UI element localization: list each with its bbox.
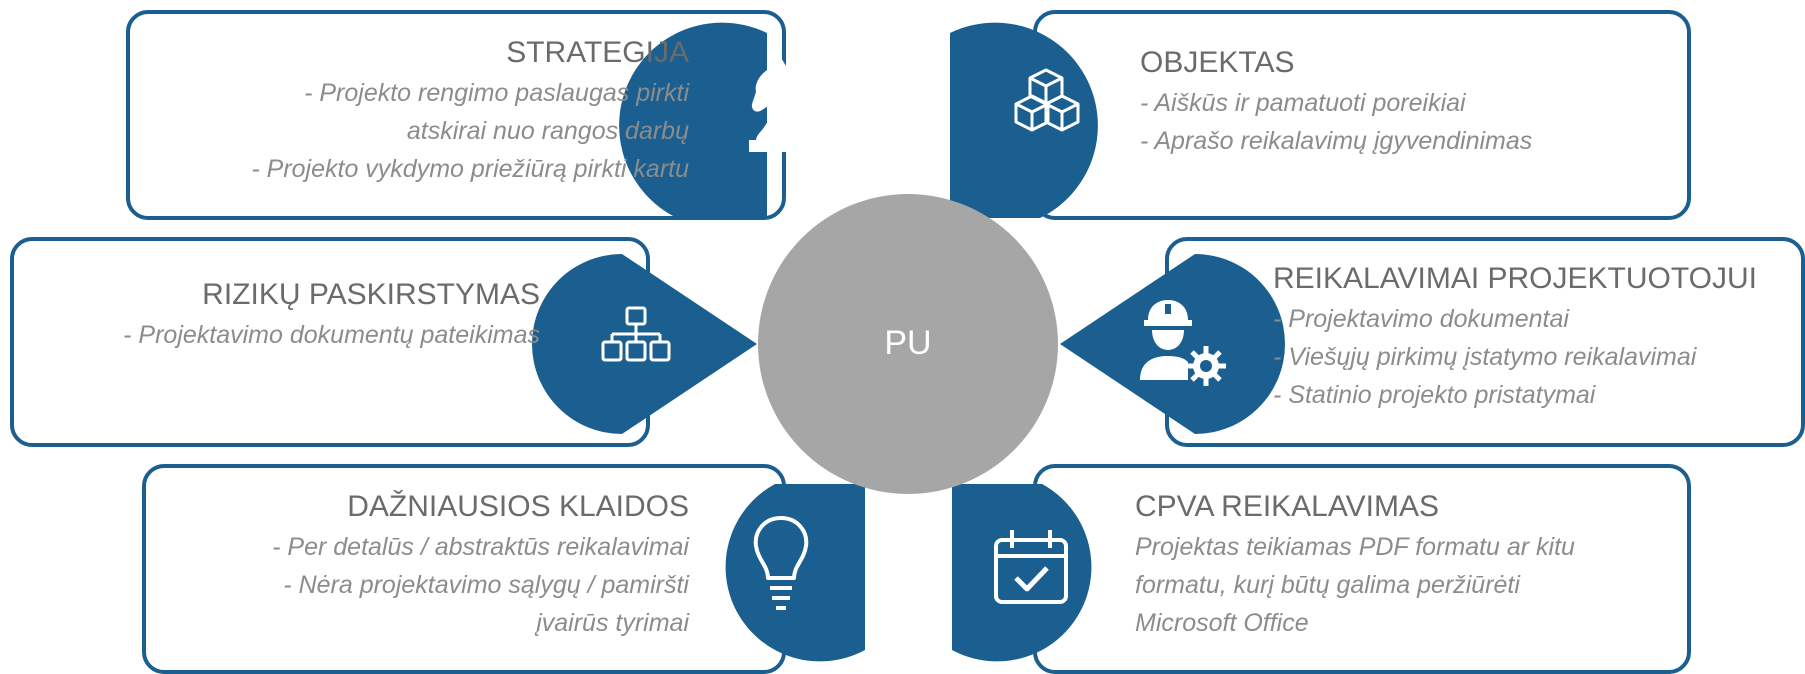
- cpva-line-3: Microsoft Office: [1135, 609, 1309, 637]
- klaidos-title: DAŽNIAUSIOS KLAIDOS: [347, 490, 689, 523]
- strategija-text: STRATEGIJA - Projekto rengimo paslaugas …: [251, 36, 689, 188]
- cpva-line-2: formatu, kurį būtų galima peržiūrėti: [1135, 571, 1520, 599]
- cpva-title: CPVA REIKALAVIMAS: [1135, 490, 1439, 523]
- objektas-title: OBJEKTAS: [1140, 46, 1295, 79]
- cpva-text: CPVA REIKALAVIMAS Projektas teikiamas PD…: [1135, 490, 1575, 642]
- klaidos-line-1: - Per detalūs / abstraktūs reikalavimai: [272, 533, 689, 561]
- hierarchy-icon: [601, 306, 671, 362]
- card-cpva: [1033, 464, 1691, 674]
- engineer-gear-icon: [1140, 300, 1226, 386]
- objektas-line-1: - Aiškūs ir pamatuoti poreikiai: [1140, 89, 1466, 117]
- reikalavimai-line-1: - Projektavimo dokumentai: [1273, 305, 1569, 333]
- klaidos-text: DAŽNIAUSIOS KLAIDOS - Per detalūs / abst…: [272, 490, 689, 642]
- reikalavimai-line-2: - Viešųjų pirkimų įstatymo reikalavimai: [1273, 343, 1697, 371]
- teardrop-objektas: [950, 22, 1098, 219]
- rizikos-title: RIZIKŲ PASKIRSTYMAS: [202, 278, 540, 311]
- card-klaidos: [142, 464, 786, 674]
- objektas-text: OBJEKTAS - Aiškūs ir pamatuoti poreikiai…: [1140, 46, 1532, 160]
- center-circle: [758, 194, 1058, 494]
- strategija-line-3: - Projekto vykdymo priežiūrą pirkti kart…: [251, 155, 689, 183]
- rizikos-line-1: - Projektavimo dokumentų pateikimas: [123, 321, 540, 349]
- reikalavimai-line-3: - Statinio projekto pristatymai: [1273, 381, 1596, 409]
- rizikos-text: RIZIKŲ PASKIRSTYMAS - Projektavimo dokum…: [123, 278, 540, 354]
- strategija-line-1: - Projekto rengimo paslaugas pirkti: [304, 79, 689, 107]
- card-objektas: [1033, 10, 1691, 220]
- klaidos-line-3: įvairūs tyrimai: [536, 609, 689, 637]
- strategija-line-2: atskirai nuo rangos darbų: [406, 117, 689, 145]
- objektas-line-2: - Aprašo reikalavimų įgyvendinimas: [1140, 127, 1533, 155]
- lightbulb-icon: [753, 516, 809, 610]
- reikalavimai-text: REIKALAVIMAI PROJEKTUOTOJUI - Projektavi…: [1273, 262, 1757, 414]
- reikalavimai-title: REIKALAVIMAI PROJEKTUOTOJUI: [1273, 262, 1757, 295]
- strategija-title: STRATEGIJA: [506, 36, 689, 69]
- teardrop-cpva: [952, 484, 1092, 662]
- center-label: PU: [884, 324, 932, 362]
- calendar-check-icon: [994, 530, 1068, 604]
- cpva-line-1: Projektas teikiamas PDF formatu ar kitu: [1135, 533, 1575, 561]
- teardrop-strategija: [619, 22, 767, 219]
- chess-knight-icon: [749, 56, 801, 152]
- klaidos-line-2: - Nėra projektavimo sąlygų / pamiršti: [283, 571, 689, 599]
- cubes-icon: [1014, 68, 1080, 132]
